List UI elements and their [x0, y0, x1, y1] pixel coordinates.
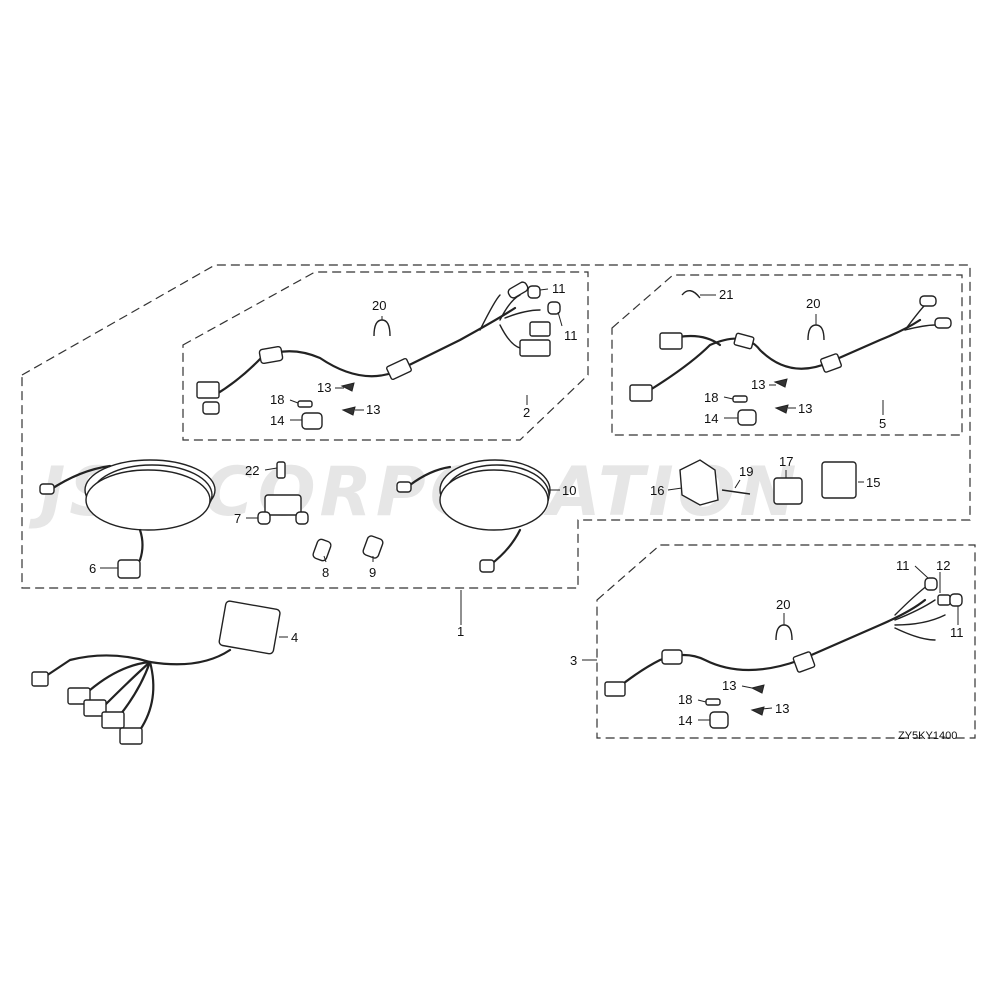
callout-10: 10	[562, 483, 576, 498]
callout-11: 11	[552, 281, 566, 296]
leader-lines	[100, 288, 959, 721]
callout-13: 13	[751, 377, 765, 392]
coiled-cable-left	[39, 459, 216, 579]
callout-3: 3	[570, 653, 577, 668]
callout-11: 11	[896, 558, 910, 573]
callout-4: 4	[291, 630, 298, 645]
callout-labels: 20 11 11 13 13 18 14 2 21 20 13 13 18 14…	[89, 281, 964, 742]
callout-9: 9	[369, 565, 376, 580]
callout-18: 18	[678, 692, 692, 707]
callout-11: 11	[564, 328, 578, 343]
callout-17: 17	[779, 454, 793, 469]
group-3-border	[596, 544, 976, 739]
callout-5: 5	[879, 416, 886, 431]
group-1-border	[21, 264, 971, 589]
callout-14: 14	[678, 713, 692, 728]
callout-20: 20	[806, 296, 820, 311]
callout-8: 8	[322, 565, 329, 580]
callout-20: 20	[776, 597, 790, 612]
callout-22: 22	[245, 463, 259, 478]
callout-13: 13	[366, 402, 380, 417]
callout-14: 14	[704, 411, 718, 426]
coiled-cable-right	[396, 459, 551, 573]
callout-13: 13	[775, 701, 789, 716]
harness-2	[196, 281, 561, 430]
callout-20: 20	[372, 298, 386, 313]
harness-5	[629, 290, 952, 426]
callout-1: 1	[457, 624, 464, 639]
callout-16: 16	[650, 483, 664, 498]
callout-7: 7	[234, 511, 241, 526]
callout-12: 12	[936, 558, 950, 573]
callout-6: 6	[89, 561, 96, 576]
callout-14: 14	[270, 413, 284, 428]
callout-18: 18	[704, 390, 718, 405]
small-connectors	[312, 535, 384, 562]
group-5-border	[611, 274, 963, 436]
callout-11: 11	[950, 625, 964, 640]
tee-connector	[257, 461, 309, 525]
group-2-border	[182, 271, 589, 441]
callout-13: 13	[317, 380, 331, 395]
callout-2: 2	[523, 405, 530, 420]
callout-18: 18	[270, 392, 284, 407]
callout-15: 15	[866, 475, 880, 490]
callout-13: 13	[722, 678, 736, 693]
callout-13: 13	[798, 401, 812, 416]
bracket-relays	[679, 459, 857, 506]
callout-19: 19	[739, 464, 753, 479]
callout-21: 21	[719, 287, 733, 302]
harness-3	[604, 577, 963, 729]
diagram-code: ZY5KY1400	[898, 730, 957, 742]
harness-4	[31, 600, 281, 745]
